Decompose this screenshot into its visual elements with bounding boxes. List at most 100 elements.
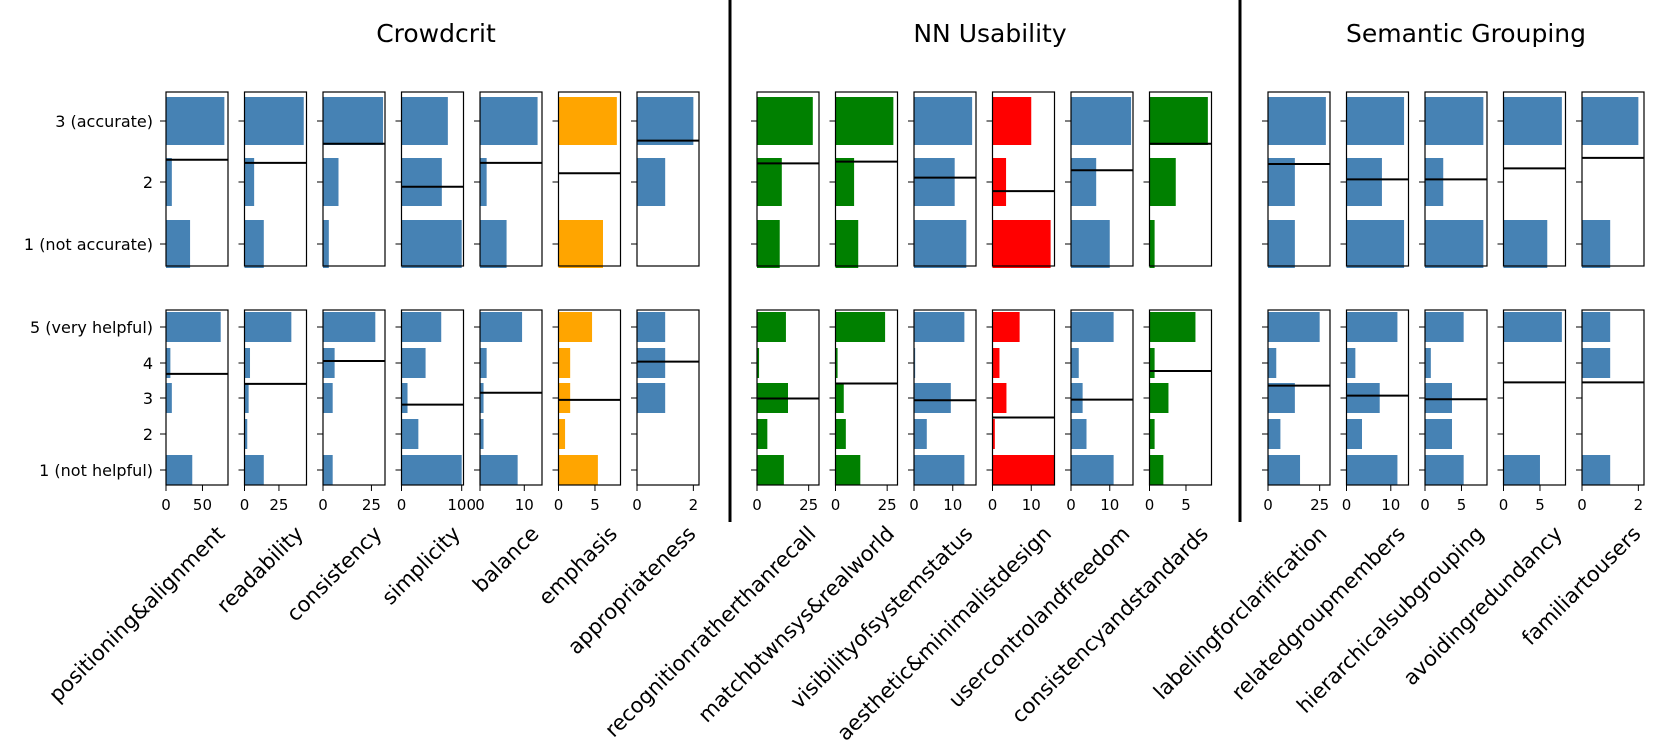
helpfulness-bar [323, 383, 333, 413]
accuracy-panel-frame [913, 91, 977, 267]
accuracy-bar [914, 97, 973, 145]
helpfulness-bar [1071, 455, 1114, 485]
helpfulness-bar [480, 312, 523, 342]
helpfulness-bar [992, 312, 1020, 342]
accuracy-bar [914, 220, 967, 268]
x-tick-label: 25 [269, 496, 288, 514]
helpfulness-bar [757, 455, 784, 485]
accuracy-panel-frame [1148, 91, 1213, 267]
helpfulness-bar [1425, 383, 1452, 413]
x-tick-label: 5 [1181, 496, 1191, 514]
helpfulness-bar [637, 348, 666, 378]
accuracy-bar [1346, 97, 1405, 145]
helpfulness-bar [244, 348, 251, 378]
panel-label-positioning-alignment: positioning&alignment [44, 522, 229, 707]
group-title-crowdcrit: Crowdcrit [376, 19, 496, 48]
helpfulness-bar [323, 348, 335, 378]
accuracy-bar [992, 97, 1032, 145]
helpfulness-bar [1425, 312, 1464, 342]
helpfulness-bar [244, 383, 249, 413]
helpfulness-bar [480, 383, 484, 413]
helpfulness-bar [1149, 419, 1155, 449]
accuracy-bar [1582, 97, 1639, 145]
accuracy-bar [1346, 220, 1405, 268]
accuracy-bar [558, 220, 603, 268]
helpfulness-bar [1149, 455, 1164, 485]
accuracy-bar [323, 158, 339, 206]
accuracy-bar [1149, 158, 1176, 206]
helpfulness-bar [1582, 455, 1611, 485]
panel-label-avoidingredundancy: avoidingredundancy [1399, 522, 1568, 691]
x-tick-label: 10 [1100, 496, 1119, 514]
accuracy-bar [166, 220, 191, 268]
helpfulness-bar [835, 383, 844, 413]
helpfulness-bar [166, 312, 221, 342]
accuracy-panel-frame [243, 91, 308, 267]
helpfulness-row-label: 5 (very helpful) [30, 318, 153, 337]
accuracy-panel-frame [636, 91, 700, 267]
helpfulness-bar [480, 455, 518, 485]
helpfulness-bar [1346, 455, 1398, 485]
helpfulness-bar [558, 455, 598, 485]
helpfulness-bar [401, 348, 426, 378]
x-tick-label: 0 [318, 496, 328, 514]
x-tick-label: 0 [1145, 496, 1155, 514]
helpfulness-bar [1071, 348, 1079, 378]
x-tick-label: 10 [1022, 496, 1041, 514]
x-tick-label: 0 [397, 496, 407, 514]
helpfulness-bar [1346, 419, 1362, 449]
accuracy-panel-frame [756, 91, 820, 267]
helpfulness-bar [757, 312, 786, 342]
helpfulness-bar [1425, 455, 1464, 485]
accuracy-row-label: 1 (not accurate) [24, 235, 153, 254]
accuracy-bar [757, 97, 813, 145]
x-tick-label: 0 [475, 496, 485, 514]
helpfulness-bar [914, 383, 951, 413]
x-tick-label: 0 [1342, 496, 1352, 514]
x-tick-label: 0 [240, 496, 250, 514]
helpfulness-bar [1503, 455, 1540, 485]
x-tick-label: 0 [909, 496, 919, 514]
helpfulness-bar [1149, 383, 1169, 413]
x-tick-label: 25 [878, 496, 897, 514]
accuracy-bar [1425, 158, 1444, 206]
accuracy-bar [480, 220, 507, 268]
helpfulness-row-label: 3 [143, 389, 153, 408]
group-title-nn-usability: NN Usability [913, 19, 1067, 48]
helpfulness-bar [166, 348, 171, 378]
x-tick-label: 2 [1634, 496, 1644, 514]
accuracy-bar [1268, 97, 1326, 145]
accuracy-bar [992, 220, 1051, 268]
helpfulness-bar [637, 312, 666, 342]
accuracy-panel-frame [1581, 91, 1645, 267]
x-tick-label: 0 [161, 496, 171, 514]
accuracy-panel-frame [1345, 91, 1410, 267]
x-tick-label: 0 [752, 496, 762, 514]
accuracy-bar [1149, 220, 1155, 268]
x-tick-label: 10 [1381, 496, 1400, 514]
accuracy-bar [1071, 158, 1097, 206]
helpfulness-bar [244, 312, 292, 342]
helpfulness-bar [1346, 312, 1398, 342]
helpfulness-bar [480, 348, 487, 378]
helpfulness-bar [637, 383, 666, 413]
helpfulness-bar [166, 383, 172, 413]
accuracy-panel-frame [1070, 91, 1134, 267]
helpfulness-bar [1268, 312, 1320, 342]
helpfulness-bar [835, 312, 886, 342]
helpfulness-bar [1425, 419, 1452, 449]
helpfulness-bar [1071, 312, 1114, 342]
x-tick-label: 25 [799, 496, 818, 514]
accuracy-bar [1582, 220, 1611, 268]
helpfulness-bar [1268, 419, 1281, 449]
helpfulness-bar [480, 419, 484, 449]
helpfulness-bar [835, 419, 846, 449]
helpfulness-bar [323, 455, 333, 485]
helpfulness-bar [1268, 383, 1295, 413]
x-tick-label: 10 [943, 496, 962, 514]
accuracy-bar [401, 220, 462, 268]
accuracy-panel-frame [991, 91, 1056, 267]
x-tick-label: 5 [590, 496, 600, 514]
accuracy-bar [244, 220, 264, 268]
